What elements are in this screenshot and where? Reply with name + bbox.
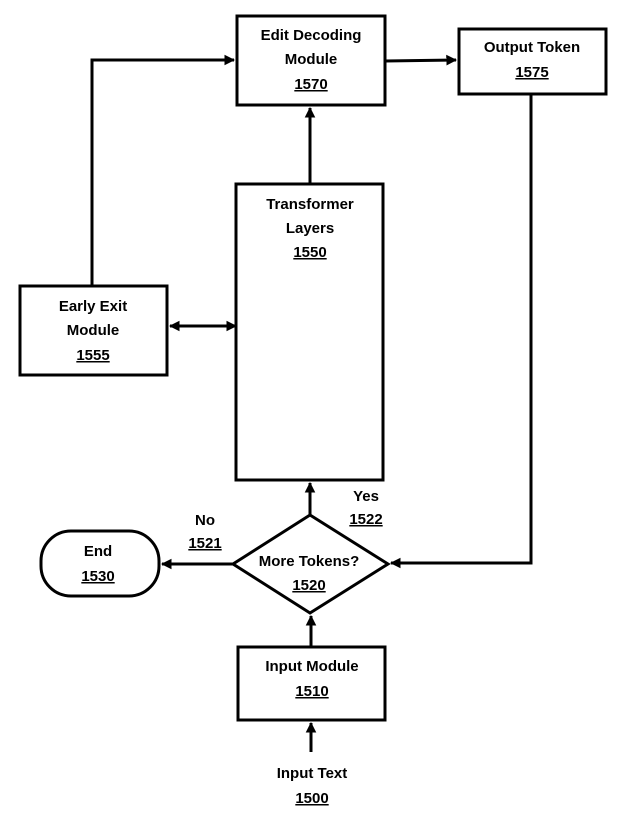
no-branch-ref: 1521 [188,535,221,552]
transformer-label-line1: Transformer [266,196,354,213]
yes-branch-label: Yes [353,488,379,505]
input-text-label: Input Text [277,765,348,782]
more-tokens-decision [230,513,391,615]
input-module-ref: 1510 [295,683,328,700]
edit-decoding-label-line2: Module [285,51,338,68]
transformer-label-line2: Layers [286,220,334,237]
early-exit-label-line2: Module [67,322,120,339]
input-text-ref: 1500 [295,790,328,807]
output-token-label: Output Token [484,39,580,56]
arrow-early-exit-to-edit-decoding [90,54,236,286]
early-exit-label-line1: Early Exit [59,298,127,315]
edit-decoding-ref: 1570 [294,76,327,93]
transformer-ref: 1550 [293,244,326,261]
decision-ref: 1520 [292,577,325,594]
decision-label: More Tokens? [259,553,360,570]
early-exit-module-box [18,284,169,377]
arrow-output-token-to-decision [389,94,533,569]
end-terminator [39,529,161,598]
edit-decoding-module-box [235,14,387,107]
arrow-edit-decoding-to-output-token [384,54,458,66]
input-module-label: Input Module [265,658,358,675]
yes-branch-ref: 1522 [349,511,382,528]
no-branch-label: No [195,512,215,529]
end-ref: 1530 [81,568,114,585]
edit-decoding-label-line1: Edit Decoding [261,27,362,44]
output-token-ref: 1575 [515,64,548,81]
early-exit-ref: 1555 [76,347,109,364]
end-label: End [84,543,112,560]
